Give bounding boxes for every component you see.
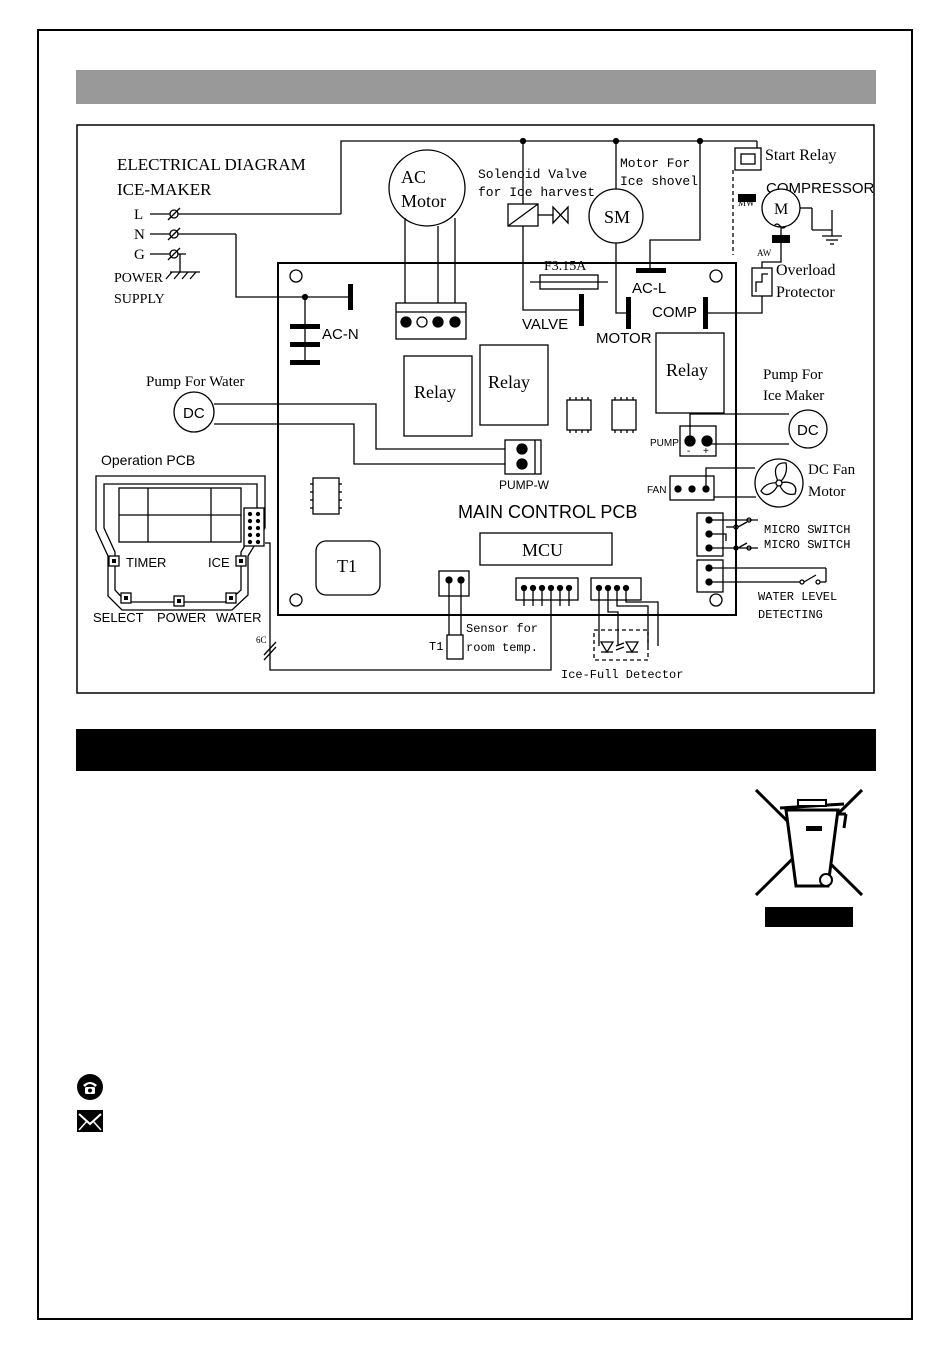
aw-label: AW [757,248,772,258]
diagram-subtitle: ICE-MAKER [117,180,212,199]
pump-water-symbol: DC [183,405,205,422]
solenoid-label: Solenoid Valve [478,167,587,182]
fan-terminal-label: FAN [647,485,666,496]
motor-terminal-label: MOTOR [596,330,652,347]
pump-terminal-label: PUMP [650,438,679,449]
mail-icon [77,1110,103,1132]
pump-ice-label: Pump For [763,367,823,383]
dc-fan-label: DC Fan [808,462,856,478]
water-button-label: WATER [216,610,262,625]
start-relay-label: Start Relay [765,147,837,164]
relay-2 [479,344,549,426]
pump-ice-symbol: DC [797,422,819,439]
relay-1 [403,355,473,437]
mw-label: MW [738,198,755,208]
transformer-label: T1 [337,556,357,576]
comp-terminal-label: COMP [652,304,697,321]
ice-button-label: ICE [208,555,230,570]
ice-full-detector: Ice-Full Detector [561,577,683,682]
ac-l-terminal-label: AC-L [632,280,666,297]
ice-shovel-motor-label: Motor For [620,156,690,171]
supply-g-label: G [134,247,145,263]
overload-label: Overload [776,262,836,279]
valve-terminal-label: VALVE [522,316,568,333]
ac-motor: AC Motor [388,149,466,303]
page-frame [37,29,913,1320]
phone-icon [77,1074,103,1100]
sensor-t1-label: T1 [429,640,443,654]
section-header-bar-black [76,729,876,771]
section-header-bar [76,70,876,104]
power-supply: L N G POWER SUPPLY [114,207,341,307]
transformer-t1 [315,540,381,596]
compressor-motor-symbol: M [774,201,788,218]
main-pcb-label: MAIN CONTROL PCB [458,502,637,522]
ac-n-terminal-label: AC-N [322,326,359,343]
pump-for-ice-maker: Pump For Ice Maker DC PUMP - + [650,367,828,457]
timer-button-label: TIMER [126,555,166,570]
sensor-label: Sensor for [466,622,538,636]
pump-minus-label: - [687,446,690,457]
pump-for-water: Pump For Water DC PUMP-W [146,374,550,492]
weee-crossed-bin-icon [754,788,864,927]
water-level-detecting: WATER LEVEL DETECTING [696,559,837,622]
power-supply-label: POWER [114,271,164,286]
ac-motor-label-2: Motor [401,191,446,211]
diagram-title: ELECTRICAL DIAGRAM [117,155,306,174]
power-supply-label-2: SUPPLY [114,292,165,307]
sensor-label-2: room temp. [466,641,538,655]
relay-3-label: Relay [666,360,708,380]
relay-2-label: Relay [488,372,530,392]
micro-switch-label-2: MICRO SWITCH [764,538,850,552]
mcu [479,532,613,566]
ice-full-detector-label: Ice-Full Detector [561,668,683,682]
pump-w-terminal-label: PUMP-W [499,478,550,492]
pump-water-label: Pump For Water [146,374,245,390]
supply-n-label: N [134,227,145,243]
room-temp-sensor: T1 Sensor for room temp. [429,570,538,660]
solenoid-label-2: for Ice harvest [478,185,595,200]
relay-3 [655,332,725,414]
supply-l-label: L [134,207,143,223]
fuse-label: F3.15A [544,259,587,274]
ac-motor-label: AC [401,167,426,187]
sm-symbol: SM [604,207,630,227]
operation-pcb-connector [265,542,579,671]
compressor-circuit: Start Relay COMPRESSOR M MW AW Overload … [706,141,875,314]
water-level-label: WATER LEVEL [758,590,837,604]
relay-1-label: Relay [414,382,456,402]
operation-pcb-label: Operation PCB [101,452,195,468]
main-control-pcb [277,262,737,616]
diagram-frame [76,124,875,694]
select-button-label: SELECT [93,610,144,625]
micro-switches: MICRO SWITCH MICRO SWITCH [696,512,850,557]
solenoid-valve: Solenoid Valve for Ice harvest [478,141,595,311]
power-button-label: POWER [157,610,206,625]
mcu-label: MCU [522,540,563,560]
ice-shovel-motor: Motor For Ice shovel SM [588,141,698,314]
pump-ice-label-2: Ice Maker [763,388,824,404]
ice-shovel-motor-label-2: Ice shovel [620,174,698,189]
cable-6c-label: 6C [256,635,267,645]
micro-switch-label: MICRO SWITCH [764,523,850,537]
ic-chip [310,397,637,515]
pump-plus-label: + [703,446,709,457]
operation-pcb: Operation PCB TIMER ICE SELECT POWER WAT… [93,452,277,661]
overload-label-2: Protector [776,284,835,301]
dc-fan-motor: DC Fan Motor FAN [647,458,856,508]
dc-fan-label-2: Motor [808,484,846,500]
water-level-label-2: DETECTING [758,608,823,622]
